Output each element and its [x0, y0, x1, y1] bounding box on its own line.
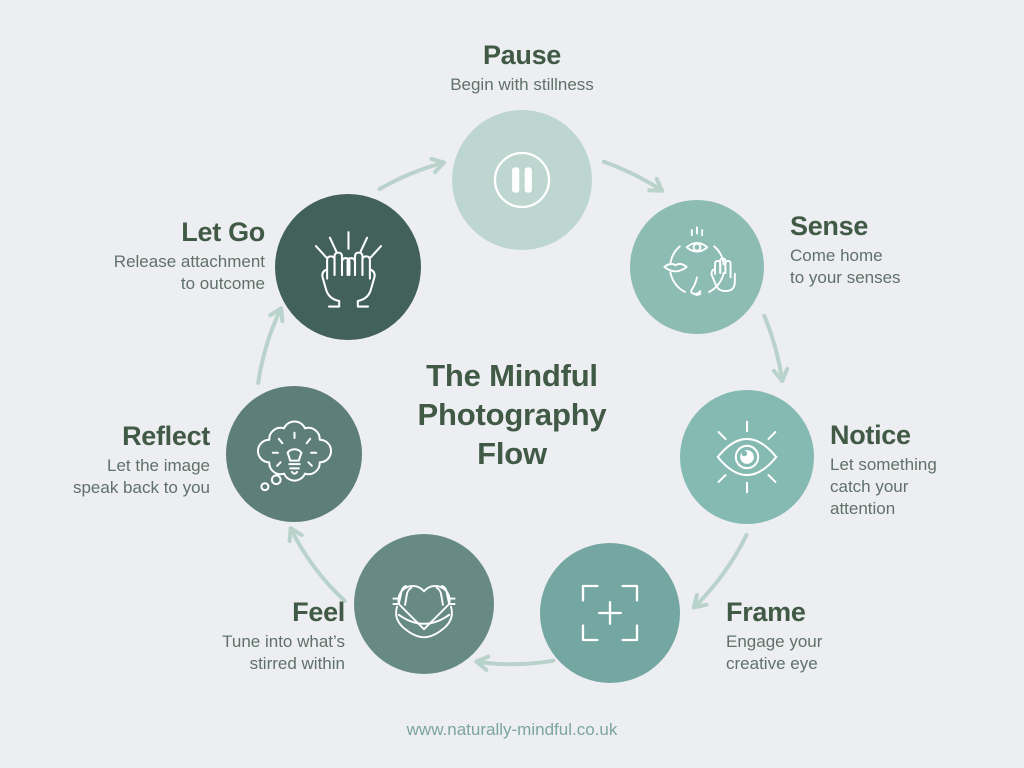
step-circle-letgo[interactable]: [275, 194, 421, 340]
arrow-frame-feel: [474, 658, 556, 667]
step-desc-notice-line-3: attention: [830, 498, 896, 518]
step-desc-sense-line-2: to your senses: [790, 267, 901, 287]
radiant-eye-icon: [704, 414, 790, 500]
center-title-line-1: The Mindful: [426, 358, 598, 393]
step-desc-sense-line-1: Come home: [790, 246, 883, 265]
footer-website-url[interactable]: www.naturally-mindful.co.uk: [406, 720, 618, 739]
arrow-feel-reflect-head: [287, 526, 304, 544]
step-desc-frame-line-2: creative eye: [726, 653, 818, 673]
step-title-pause: Pause: [482, 40, 562, 70]
viewfinder-icon: [565, 568, 655, 658]
step-title-letgo: Let Go: [181, 217, 265, 247]
open-hands-icon: [302, 221, 395, 314]
step-desc-letgo-line-2: to outcome: [180, 273, 265, 293]
arrow-letgo-pause: [377, 160, 446, 191]
step-desc-pause-line-1: Begin with stillness: [450, 75, 594, 94]
arrow-reflect-letgo: [256, 306, 284, 385]
step-desc-letgo-line-1: Release attachment: [113, 252, 265, 271]
step-desc-feel-line-2: stirred within: [249, 653, 345, 673]
step-title-notice: Notice: [830, 420, 911, 450]
hands-heart-icon: [379, 559, 469, 649]
arrow-notice-frame-head: [691, 592, 709, 610]
step-circle-pause[interactable]: [452, 110, 592, 250]
senses-icon: [654, 224, 740, 310]
step-title-sense: Sense: [790, 211, 869, 241]
step-desc-reflect-line-2: speak back to you: [72, 477, 210, 497]
step-circle-feel[interactable]: [354, 534, 494, 674]
step-desc-notice-line-2: catch your: [830, 476, 909, 496]
step-desc-feel-line-1: Tune into what’s: [222, 632, 345, 651]
pause-icon: [477, 135, 567, 225]
step-circle-reflect[interactable]: [226, 386, 362, 522]
step-label-letgo: Let Go Release attachment to outcome: [55, 217, 266, 295]
arrow-frame-feel-head: [474, 654, 491, 672]
step-circle-frame[interactable]: [540, 543, 680, 683]
step-desc-notice-line-1: Let something: [830, 455, 937, 474]
thought-bulb-icon: [251, 411, 338, 498]
step-title-feel: Feel: [292, 597, 345, 627]
step-desc-reflect-line-1: Let the image: [106, 456, 210, 475]
step-circle-notice[interactable]: [680, 390, 814, 524]
arrow-reflect-letgo-head: [268, 306, 285, 324]
arrow-feel-reflect: [288, 526, 347, 603]
arrow-pause-sense-head: [647, 176, 665, 193]
center-title-line-3: Flow: [477, 436, 547, 472]
step-circle-sense[interactable]: [630, 200, 764, 334]
step-title-frame: Frame: [726, 597, 806, 627]
page-title: The Mindful Photography Flow: [362, 356, 662, 473]
step-title-reflect: Reflect: [122, 421, 210, 451]
arrow-sense-notice: [762, 314, 785, 383]
arrow-sense-notice-head: [771, 366, 790, 383]
center-title-line-2: Photography: [417, 397, 607, 433]
arrow-letgo-pause-head: [429, 156, 446, 174]
step-desc-frame-line-1: Engage your: [726, 632, 823, 651]
arrow-pause-sense: [601, 159, 665, 193]
